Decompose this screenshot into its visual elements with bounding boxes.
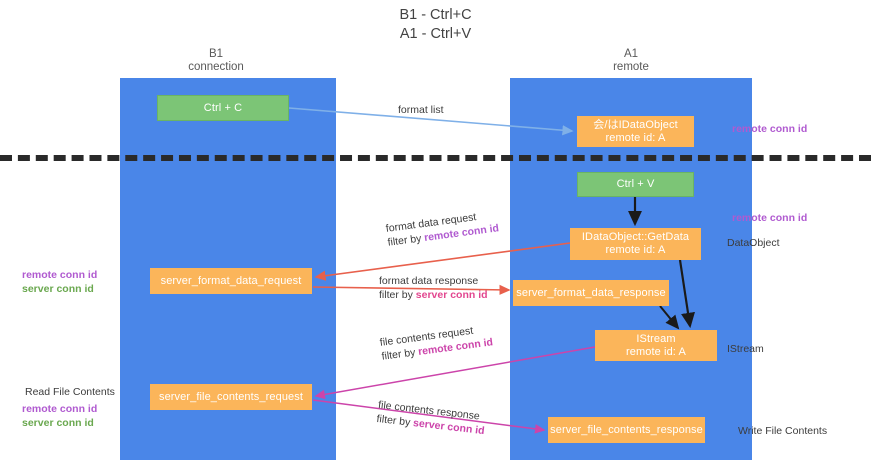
annotation-left-server-conn-id: server conn id — [22, 283, 94, 295]
flow-label-format-data-response-line2: filter by server conn id — [379, 288, 488, 302]
annotation-left-conn-ids: remote conn id server conn id — [22, 268, 97, 296]
node-ctrl-c-label: Ctrl + C — [203, 101, 243, 114]
node-server-file-contents-response[interactable]: server_file_contents_response — [548, 417, 705, 443]
arrow-file-contents-response — [312, 399, 546, 434]
flow-label-format-data-response-line1: format data response — [379, 275, 479, 287]
annotation-remote-conn-id-top: remote conn id — [732, 123, 808, 135]
phase-divider — [0, 155, 871, 161]
node-server-format-data-request-label: server_format_data_request — [160, 274, 302, 287]
flow-label-format-data-response: format data response filter by server co… — [379, 274, 488, 302]
flow-label-format-list: format list — [398, 104, 444, 116]
node-istream[interactable]: IStream remote id: A — [595, 330, 717, 361]
page-title: B1 - Ctrl+C A1 - Ctrl+V — [399, 7, 472, 42]
arrow-format-data-request — [314, 242, 571, 281]
annotation-istream: IStream — [727, 343, 764, 355]
node-server-format-data-request[interactable]: server_format_data_request — [150, 268, 312, 294]
node-ctrl-c[interactable]: Ctrl + C — [157, 95, 289, 121]
node-server-file-contents-request-label: server_file_contents_request — [158, 390, 304, 403]
node-idataobject[interactable]: 会/はIDataObject remote id: A — [577, 116, 694, 147]
node-getdata-line2: remote id: A — [605, 244, 666, 256]
column-header-a1: A1 remote — [613, 48, 649, 73]
node-idataobject-line2: remote id: A — [605, 131, 666, 144]
node-ctrl-v[interactable]: Ctrl + V — [577, 172, 694, 197]
annotation-read-file-contents: Read File Contents — [25, 386, 115, 398]
annotation-left-conn-ids-2: remote conn id server conn id — [22, 402, 97, 430]
node-server-file-contents-response-label: server_file_contents_response — [550, 423, 703, 436]
arrow-response-istream — [659, 305, 680, 330]
annotation-left-remote-conn-id: remote conn id — [22, 269, 98, 281]
node-istream-line2: remote id: A — [626, 345, 686, 358]
annotation-left-remote-conn-id-2: remote conn id — [22, 403, 98, 415]
node-ctrl-v-label: Ctrl + V — [616, 178, 655, 190]
node-idataobject-getdata[interactable]: IDataObject::GetData remote id: A — [570, 228, 701, 260]
node-idataobject-line1: 会/はIDataObject — [593, 118, 678, 131]
annotation-remote-conn-id-mid: remote conn id — [732, 212, 808, 224]
node-getdata-line1: IDataObject::GetData — [581, 231, 690, 243]
annotation-left-server-conn-id-2: server conn id — [22, 417, 94, 429]
node-server-format-data-response[interactable]: server_format_data_response — [513, 280, 669, 306]
node-server-format-data-response-label: server_format_data_response — [516, 286, 666, 299]
annotation-write-file-contents: Write File Contents — [738, 425, 828, 437]
node-istream-line1: IStream — [636, 332, 676, 345]
node-server-file-contents-request[interactable]: server_file_contents_request — [150, 384, 312, 410]
annotation-dataobject: DataObject — [727, 237, 780, 249]
filter-prefix: filter by — [379, 289, 416, 301]
arrow-getdata-istream — [678, 259, 695, 329]
arrow-file-contents-request — [314, 346, 596, 400]
column-header-b1: B1 connection — [188, 48, 244, 73]
arrow-format-list — [288, 107, 574, 136]
arrow-format-data-response — [312, 284, 511, 295]
filter-prefix: filter by — [375, 412, 414, 429]
filter-key-server-conn-id: server conn id — [415, 289, 488, 301]
